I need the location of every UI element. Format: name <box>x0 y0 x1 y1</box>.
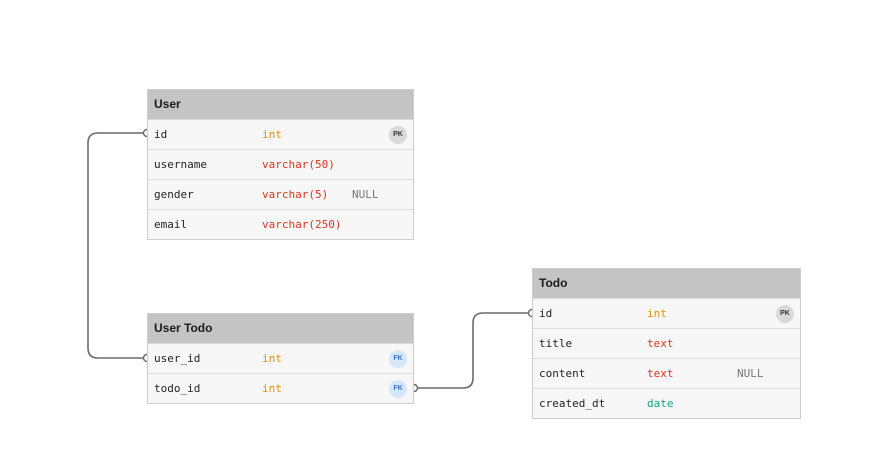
column-type: int <box>262 382 282 395</box>
column-name: title <box>539 337 573 350</box>
column-name: content <box>539 367 586 380</box>
connector-user-id-to-user-todo-user-id <box>87 132 147 359</box>
column-row-todo-id[interactable]: todo_id int FK <box>148 373 413 403</box>
column-type: int <box>262 128 282 141</box>
table-user-title[interactable]: User <box>148 90 413 119</box>
column-type: int <box>262 352 282 365</box>
column-row-user-id[interactable]: user_id int FK <box>148 343 413 373</box>
table-todo-title[interactable]: Todo <box>533 269 800 298</box>
foreign-key-badge: FK <box>389 380 407 398</box>
connector-user-todo-todo-id-to-todo-id <box>414 312 532 389</box>
column-name: email <box>154 218 188 231</box>
nullable-label: NULL <box>352 188 379 201</box>
primary-key-badge: PK <box>389 126 407 144</box>
column-row-id[interactable]: id int PK <box>533 298 800 328</box>
column-type: varchar(250) <box>262 218 342 231</box>
column-row-created-dt[interactable]: created_dt date <box>533 388 800 418</box>
column-row-gender[interactable]: gender varchar(5) NULL <box>148 179 413 209</box>
column-name: user_id <box>154 352 201 365</box>
column-row-username[interactable]: username varchar(50) <box>148 149 413 179</box>
column-type: varchar(5) <box>262 188 329 201</box>
column-name: id <box>539 307 553 320</box>
column-type: text <box>647 367 674 380</box>
column-name: id <box>154 128 168 141</box>
column-name: created_dt <box>539 397 606 410</box>
nullable-label: NULL <box>737 367 764 380</box>
primary-key-badge: PK <box>776 305 794 323</box>
column-type: date <box>647 397 674 410</box>
column-type: int <box>647 307 667 320</box>
column-row-id[interactable]: id int PK <box>148 119 413 149</box>
column-name: username <box>154 158 207 171</box>
table-todo[interactable]: Todo id int PK title text content text N… <box>532 268 801 419</box>
column-row-email[interactable]: email varchar(250) <box>148 209 413 239</box>
column-name: gender <box>154 188 194 201</box>
table-user[interactable]: User id int PK username varchar(50) gend… <box>147 89 414 240</box>
column-row-title[interactable]: title text <box>533 328 800 358</box>
foreign-key-badge: FK <box>389 350 407 368</box>
table-user-todo-title[interactable]: User Todo <box>148 314 413 343</box>
column-row-content[interactable]: content text NULL <box>533 358 800 388</box>
column-type: varchar(50) <box>262 158 335 171</box>
column-type: text <box>647 337 674 350</box>
column-name: todo_id <box>154 382 201 395</box>
table-user-todo[interactable]: User Todo user_id int FK todo_id int FK <box>147 313 414 404</box>
